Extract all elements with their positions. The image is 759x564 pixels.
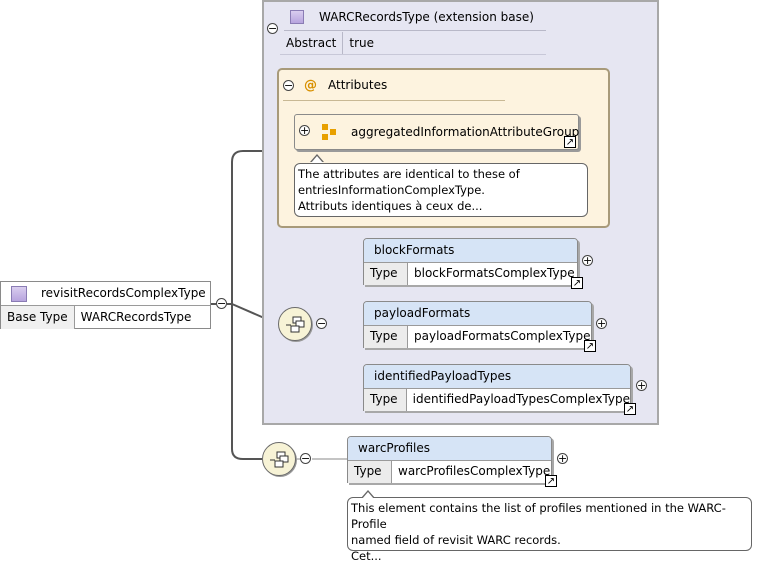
attribute-group-note: The attributes are identical to these of… [294, 163, 588, 217]
sequence-compositor-icon[interactable] [262, 442, 296, 476]
element-type-row: Type blockFormatsComplexType [364, 263, 577, 285]
collapse-root-icon[interactable]: − [216, 297, 227, 310]
collapse-attributes-icon[interactable]: − [283, 79, 294, 92]
element-name: payloadFormats [364, 302, 591, 326]
expand-element-icon[interactable]: + [596, 317, 607, 330]
sequence-glyph [270, 451, 289, 468]
extension-base-box: − WARCRecordsType (extension base) Abstr… [262, 0, 659, 425]
type-label: Type [364, 389, 407, 411]
note-pointer-fill [362, 492, 374, 499]
abstract-label: Abstract [280, 32, 344, 54]
expand-element-icon[interactable]: + [557, 452, 568, 465]
type-label: Type [364, 326, 408, 348]
attribute-group-icon [322, 124, 338, 140]
collapse-sequence-icon[interactable]: − [300, 452, 311, 465]
note-line: This element contains the list of profil… [351, 501, 726, 531]
note-line: Cet... [351, 549, 382, 563]
abstract-property-row: Abstract true [280, 32, 380, 54]
expand-element-icon[interactable]: + [636, 379, 647, 392]
base-type-label: Base Type [1, 306, 75, 329]
type-value: warcProfilesComplexType [398, 464, 551, 478]
abstract-value: true [349, 36, 375, 50]
link-icon[interactable]: ↗ [584, 340, 596, 352]
extension-divider [284, 30, 546, 31]
abstract-underline [280, 54, 546, 55]
collapse-extension-icon[interactable]: − [267, 22, 278, 35]
link-icon[interactable]: ↗ [545, 475, 557, 487]
attributes-divider [283, 100, 505, 101]
note-pointer-fill [311, 156, 323, 163]
element-name: blockFormats [364, 239, 577, 263]
expand-attribute-group-icon[interactable]: + [299, 124, 310, 137]
root-type-box[interactable]: revisitRecordsComplexType Base Type WARC… [0, 281, 211, 329]
type-label: Type [364, 263, 408, 285]
type-value: blockFormatsComplexType [414, 266, 575, 280]
attributes-label: Attributes [328, 78, 388, 92]
type-value: identifiedPayloadTypesComplexType [412, 392, 630, 406]
element-block-formats[interactable]: blockFormats Type blockFormatsComplexTyp… [363, 238, 583, 289]
collapse-sequence-icon[interactable]: − [316, 317, 327, 330]
root-title-row: revisitRecordsComplexType [1, 282, 210, 306]
expand-element-icon[interactable]: + [582, 254, 593, 267]
type-label: Type [348, 461, 392, 483]
element-payload-formats[interactable]: payloadFormats Type payloadFormatsComple… [363, 301, 596, 352]
note-line: Attributs identiques à ceux de... [298, 199, 483, 213]
at-icon: @ [304, 78, 317, 93]
link-icon[interactable]: ↗ [564, 136, 576, 148]
link-icon[interactable]: ↗ [571, 277, 583, 289]
sequence-glyph [286, 316, 305, 333]
root-type-name: revisitRecordsComplexType [41, 286, 206, 300]
warc-profiles-note: This element contains the list of profil… [347, 497, 752, 563]
attributes-box: − @ Attributes + aggregatedInformationAt… [277, 68, 610, 228]
attribute-group-name: aggregatedInformationAttributeGroup [351, 125, 580, 139]
complex-type-icon [290, 10, 304, 24]
element-identified-payload-types[interactable]: identifiedPayloadTypes Type identifiedPa… [363, 364, 636, 415]
base-type-value: WARCRecordsType [80, 310, 192, 324]
note-line: entriesInformationComplexType. [298, 183, 485, 197]
sequence-compositor-icon[interactable] [278, 307, 312, 341]
note-line: The attributes are identical to these of [298, 167, 520, 181]
link-icon[interactable]: ↗ [624, 403, 636, 415]
complex-type-icon [11, 286, 27, 302]
type-value: payloadFormatsComplexType [414, 329, 591, 343]
element-warc-profiles[interactable]: warcProfiles Type warcProfilesComplexTyp… [347, 436, 557, 487]
element-name: identifiedPayloadTypes [364, 365, 630, 389]
element-type-row: Type payloadFormatsComplexType [364, 326, 591, 348]
note-line: named field of revisit WARC records. [351, 533, 561, 547]
extension-title: WARCRecordsType (extension base) [319, 10, 534, 24]
attribute-group[interactable]: + aggregatedInformationAttributeGroup ↗ [294, 114, 579, 150]
root-base-row: Base Type WARCRecordsType [1, 306, 210, 329]
element-type-row: Type identifiedPayloadTypesComplexType [364, 389, 630, 411]
element-name: warcProfiles [348, 437, 551, 461]
element-type-row: Type warcProfilesComplexType [348, 461, 551, 483]
